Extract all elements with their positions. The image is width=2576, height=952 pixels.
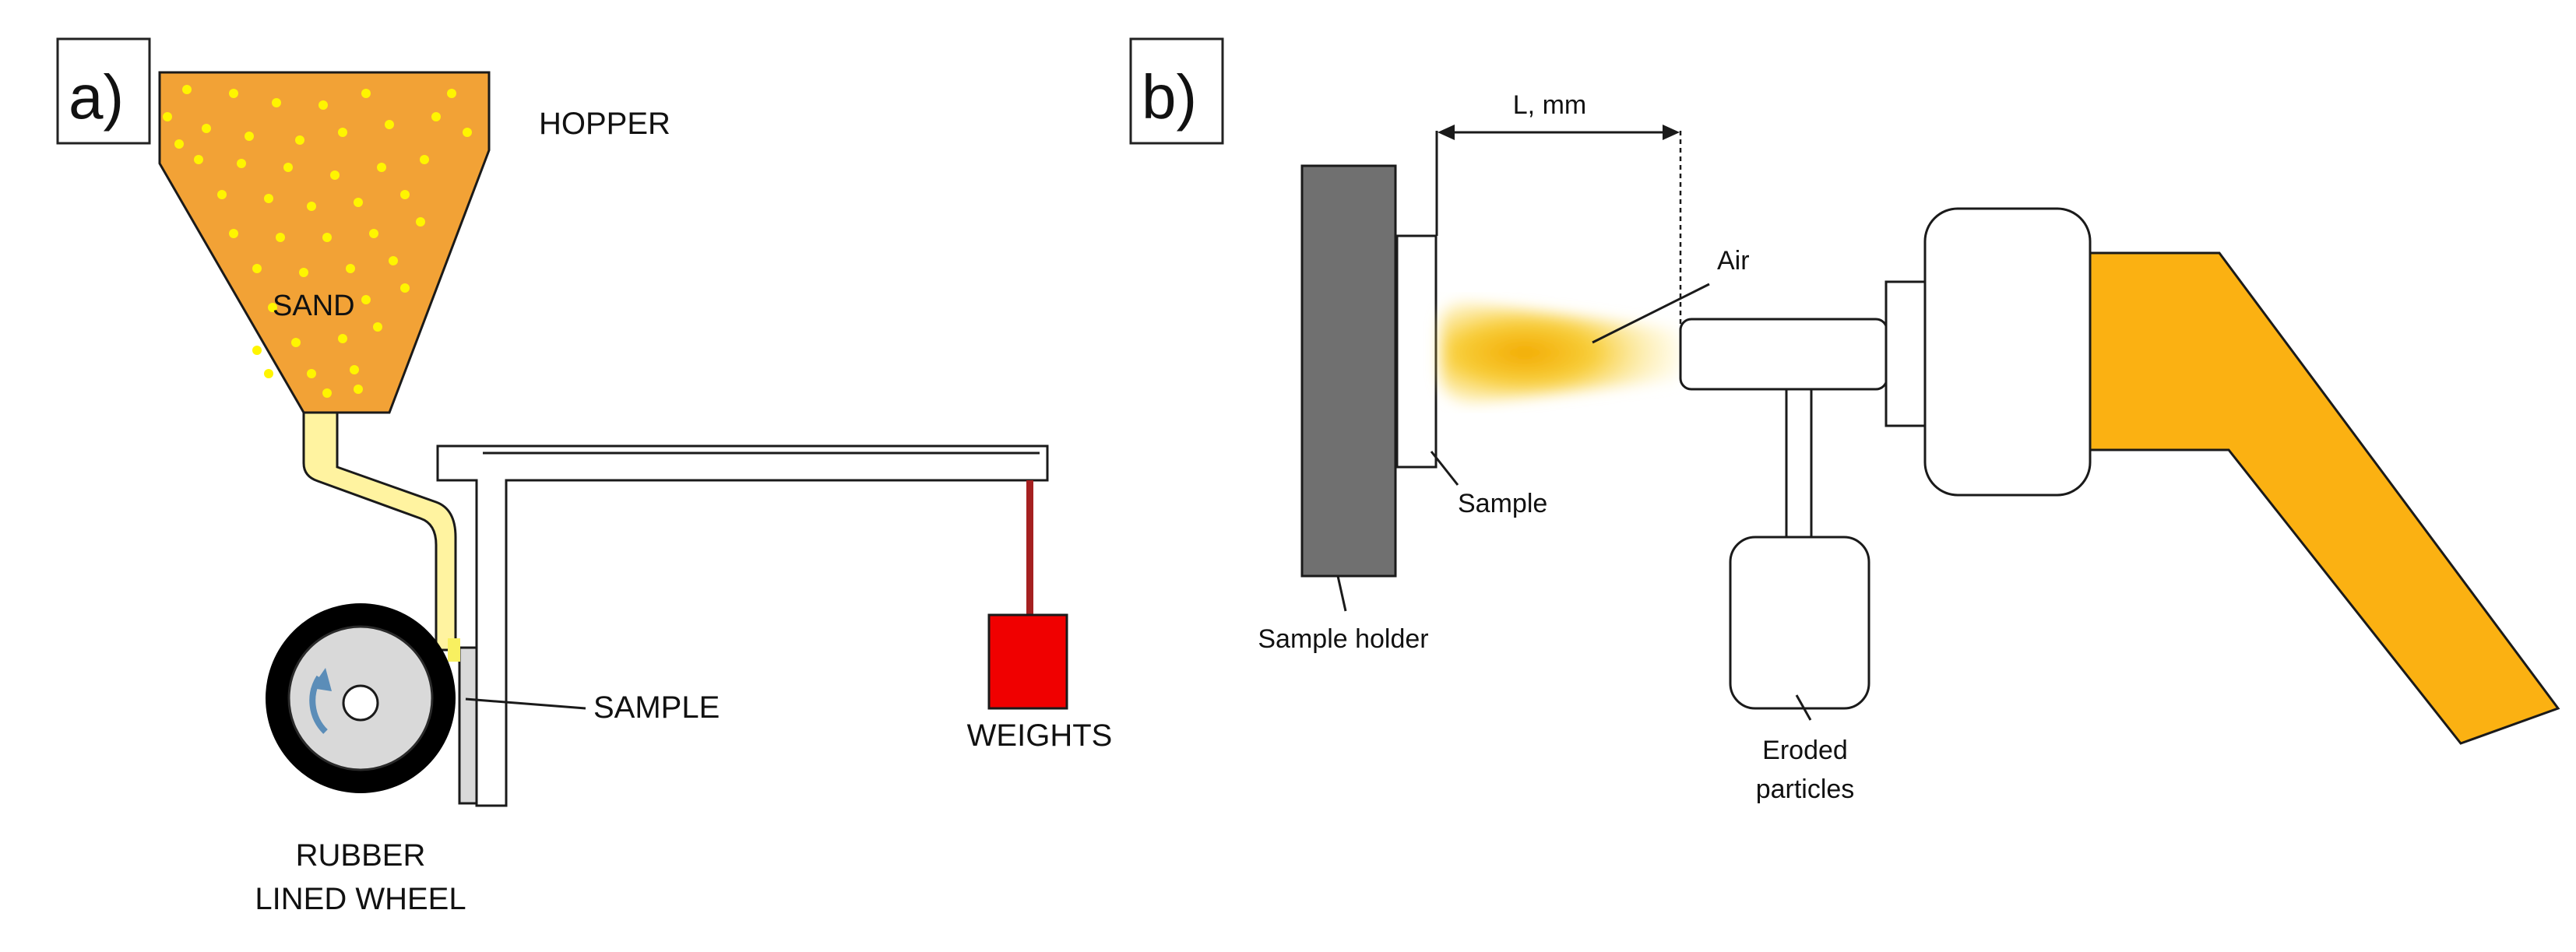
sand-feed-tube xyxy=(302,411,457,652)
weights-label: WEIGHTS xyxy=(967,718,1113,753)
sand-grain xyxy=(420,155,429,164)
sample-a-leader xyxy=(465,697,586,710)
sand-grain xyxy=(291,338,301,347)
sand-grain xyxy=(354,198,363,207)
sand-grain xyxy=(163,112,172,121)
dimension-arrow-right-icon xyxy=(1663,125,1680,140)
air-label: Air xyxy=(1717,246,1750,276)
panel-a-label: a) xyxy=(69,62,124,132)
hopper-label: HOPPER xyxy=(539,107,670,141)
wheel-label-line1: RUBBER xyxy=(296,838,426,873)
collector-tube xyxy=(1785,388,1813,540)
sand-grain xyxy=(377,163,386,172)
panel-a-label-box xyxy=(56,37,151,145)
rotation-arrowhead-icon xyxy=(311,668,332,691)
sand-grain xyxy=(229,229,238,238)
sample-a xyxy=(458,646,478,805)
sand-grain xyxy=(346,264,355,273)
sand-grain xyxy=(229,89,238,98)
sand-grain xyxy=(268,303,277,312)
panel-b-label: b) xyxy=(1142,62,1197,132)
weight-rod xyxy=(1026,480,1033,615)
sand-grain xyxy=(361,295,371,304)
sand-grain xyxy=(283,163,293,172)
sand-grain xyxy=(322,233,332,242)
sand-grain xyxy=(447,89,456,98)
nozzle-collar xyxy=(1884,280,1928,427)
sand-grain xyxy=(202,124,211,133)
sample-b xyxy=(1395,234,1438,469)
sand-grain xyxy=(373,322,382,332)
sand-grain xyxy=(338,334,347,343)
hopper xyxy=(158,71,491,414)
sand-grain xyxy=(307,202,316,211)
panel-a: a) HOPPER SAND SAMPLE RUBBER LINED WHEEL… xyxy=(56,37,1113,916)
sand-grains xyxy=(163,85,472,398)
panel-b: b) L, mm Air Sample Sample holder xyxy=(1129,37,2560,804)
sand-grain xyxy=(217,190,227,199)
sand-grain xyxy=(182,85,192,94)
sand-label: SAND xyxy=(273,290,355,322)
sample-a-label: SAMPLE xyxy=(593,690,720,725)
sand-grain xyxy=(354,385,363,394)
sand-grain xyxy=(299,268,308,277)
sample-holder xyxy=(1300,164,1397,578)
sand-grain xyxy=(330,170,340,180)
sand-grain xyxy=(369,229,378,238)
sand-grain xyxy=(400,283,410,293)
sand-grain xyxy=(194,155,203,164)
eroded-label-line1: Eroded xyxy=(1762,736,1848,765)
sand-grain xyxy=(389,256,398,265)
sand-grain xyxy=(338,128,347,137)
sand-grain xyxy=(264,194,273,203)
sand-grain xyxy=(276,233,285,242)
nozzle xyxy=(1679,318,1888,391)
wheel-label-line2: LINED WHEEL xyxy=(255,882,466,916)
sand-grain xyxy=(318,100,328,110)
sand-grain xyxy=(272,98,281,107)
sand-grain xyxy=(463,128,472,137)
sample-holder-label: Sample holder xyxy=(1258,624,1428,654)
sample-b-leader xyxy=(1430,451,1459,486)
collector-leader xyxy=(1795,694,1812,721)
sand-grain xyxy=(385,120,394,129)
rubber-lined-wheel xyxy=(266,603,456,793)
panel-b-label-box xyxy=(1129,37,1224,145)
wheel-hub xyxy=(342,684,379,722)
sand-grain xyxy=(322,388,332,398)
sand-grain xyxy=(400,190,410,199)
sand-grain xyxy=(252,264,262,273)
gun-body xyxy=(1923,207,2092,497)
sand-grain xyxy=(350,365,359,374)
air-leader xyxy=(1592,283,1710,344)
sand-grain xyxy=(252,346,262,355)
gun-handle xyxy=(2062,251,2560,745)
sand-grain xyxy=(431,112,441,121)
sand-grain xyxy=(245,132,254,141)
sand-grain xyxy=(174,139,184,149)
eroded-particles-collector xyxy=(1729,536,1870,710)
sample-b-label: Sample xyxy=(1458,489,1547,518)
sample-holder-leader xyxy=(1336,575,1347,612)
sand-grain xyxy=(307,369,316,378)
distance-label: L, mm xyxy=(1513,90,1586,120)
sand-grain xyxy=(295,135,304,145)
weights-block xyxy=(987,613,1068,710)
eroded-label-line2: particles xyxy=(1756,775,1855,804)
dimension-arrow-left-icon xyxy=(1438,125,1455,140)
lever-arm xyxy=(436,444,1049,807)
sand-contact xyxy=(448,638,460,662)
sand-grain xyxy=(416,217,425,227)
sand-grain xyxy=(237,159,246,168)
sand-grain xyxy=(264,369,273,378)
sand-grain xyxy=(361,89,371,98)
